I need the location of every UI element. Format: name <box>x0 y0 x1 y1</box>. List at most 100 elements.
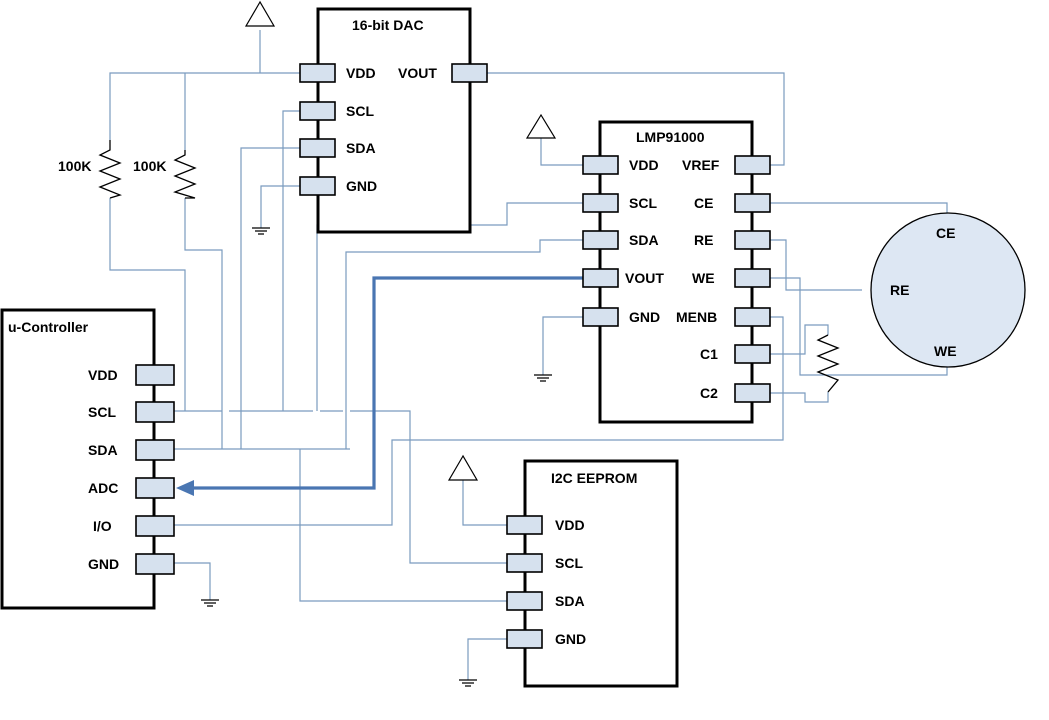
wire-r2-pullup <box>184 198 223 449</box>
lmp-pin-vdd-label: VDD <box>629 157 659 173</box>
resistor-r2-label: 100K <box>133 158 166 174</box>
lmp-pin-vdd <box>582 155 619 175</box>
wire-lmp-gnd <box>542 316 583 375</box>
chip-eeprom: I2C EEPROM VDD SCL SDA GND <box>506 459 679 688</box>
wire-lmp-re <box>770 239 862 291</box>
resistor-r1: 100K <box>58 140 122 199</box>
wire-c1-c2 <box>770 324 829 403</box>
wire-mcu-gnd <box>174 562 211 600</box>
ground-symbol-eeprom <box>459 679 477 687</box>
wire-r1-pullup <box>109 198 186 411</box>
wire-lmp-vdd <box>540 138 583 166</box>
lmp-pin-gnd-label: GND <box>629 309 660 325</box>
lmp-pin-sda <box>582 230 619 250</box>
lmp-pin-vout <box>582 268 619 288</box>
chip-dac: 16-bit DAC VDD SCL SDA GND VOUT <box>299 7 488 234</box>
mcu-pin-vdd-label: VDD <box>88 367 118 383</box>
chip-mcu-title: u-Controller <box>8 319 89 335</box>
wire-eeprom-sda <box>299 449 507 602</box>
mcu-pin-scl <box>135 401 175 423</box>
eeprom-pin-scl-label: SCL <box>555 555 583 571</box>
lmp-pin-sda-label: SDA <box>629 232 659 248</box>
wire-eeprom-gnd <box>467 638 507 680</box>
lmp-pin-c2-label: C2 <box>700 385 718 401</box>
sensor-ce-label: CE <box>936 225 955 241</box>
lmp-pin-c2 <box>734 383 771 403</box>
wire-lmp-we <box>770 277 948 376</box>
chip-ucontroller: u-Controller VDD SCL SDA ADC I/O GND <box>0 308 175 610</box>
dac-pin-vdd-label: VDD <box>346 65 376 81</box>
sensor-re-label: RE <box>890 282 909 298</box>
ground-symbol-mcu <box>201 599 219 607</box>
sensor-we-label: WE <box>934 343 957 359</box>
ground-symbol-lmp <box>534 374 552 382</box>
lmp-pin-vout-label: VOUT <box>625 270 664 286</box>
mcu-pin-io-label: I/O <box>93 518 112 534</box>
dac-pin-scl <box>299 101 336 121</box>
lmp-pin-vref <box>734 155 771 175</box>
mcu-pin-gnd-label: GND <box>88 556 119 572</box>
ground-symbol-dac <box>252 227 270 235</box>
lmp-pin-re <box>734 230 771 250</box>
vdd-symbol-lmp <box>525 113 557 139</box>
lmp-pin-scl-label: SCL <box>629 195 657 211</box>
dac-pin-vout <box>451 63 488 83</box>
resistor-r2: 100K <box>133 150 197 199</box>
eeprom-pin-gnd <box>506 629 543 649</box>
lmp-pin-menb <box>734 307 771 327</box>
lmp-pin-c1-label: C1 <box>700 346 718 362</box>
eeprom-pin-sda <box>506 591 543 611</box>
dac-pin-vout-label: VOUT <box>398 65 437 81</box>
wire-dac-sda <box>240 147 300 449</box>
chip-lmp91000: LMP91000 VDD SCL SDA VOUT GND VREF CE RE… <box>582 120 771 424</box>
lmp-pin-ce-label: CE <box>694 195 713 211</box>
mcu-pin-vdd <box>135 364 175 386</box>
eeprom-pin-vdd-label: VDD <box>555 517 585 533</box>
wires <box>109 30 948 680</box>
lmp-pin-we <box>734 268 771 288</box>
mcu-pin-scl-label: SCL <box>88 404 116 420</box>
dac-pin-vdd <box>299 63 336 83</box>
wire-dac-vdd-rail <box>109 30 300 150</box>
dac-pin-gnd-label: GND <box>346 178 377 194</box>
resistor-r1-label: 100K <box>58 158 91 174</box>
mcu-pin-io <box>135 515 175 537</box>
wire-mcu-scl-bus <box>174 410 507 564</box>
electrochemical-sensor: CE RE WE <box>870 212 1026 368</box>
eeprom-pin-scl <box>506 553 543 573</box>
vdd-symbol-dac <box>244 0 276 27</box>
dac-pin-gnd <box>299 176 336 196</box>
mcu-pin-adc-label: ADC <box>88 480 118 496</box>
chip-lmp-title: LMP91000 <box>636 129 705 145</box>
wire-lmp-scl <box>316 202 583 411</box>
chip-dac-title: 16-bit DAC <box>352 17 424 33</box>
mcu-pin-adc <box>135 477 175 499</box>
adc-arrow-head <box>176 480 194 496</box>
mcu-pin-sda-label: SDA <box>88 442 118 458</box>
lmp-pin-we-label: WE <box>692 270 715 286</box>
eeprom-pin-gnd-label: GND <box>555 631 586 647</box>
wire-mcu-io-menb <box>174 316 784 526</box>
wire-dac-vout-vref <box>487 72 785 166</box>
wire-dac-scl <box>282 110 300 411</box>
dac-pin-sda-label: SDA <box>346 140 376 156</box>
lmp-pin-re-label: RE <box>694 232 713 248</box>
wire-lmp-sda <box>345 239 583 449</box>
wire-adc-bus <box>192 276 583 490</box>
wire-eeprom-vdd <box>462 480 507 526</box>
dac-pin-scl-label: SCL <box>346 103 374 119</box>
eeprom-pin-vdd <box>506 515 543 535</box>
lmp-pin-menb-label: MENB <box>676 309 717 325</box>
wire-dac-gnd <box>260 185 300 228</box>
mcu-pin-sda <box>135 439 175 461</box>
lmp-pin-ce <box>734 193 771 213</box>
lmp-pin-c1 <box>734 344 771 364</box>
dac-pin-sda <box>299 138 336 158</box>
lmp-pin-scl <box>582 193 619 213</box>
lmp-pin-vref-label: VREF <box>682 157 720 173</box>
resistor-external <box>816 334 840 393</box>
eeprom-pin-sda-label: SDA <box>555 593 585 609</box>
lmp-pin-gnd <box>582 307 619 327</box>
chip-eeprom-title: I2C EEPROM <box>551 470 637 486</box>
